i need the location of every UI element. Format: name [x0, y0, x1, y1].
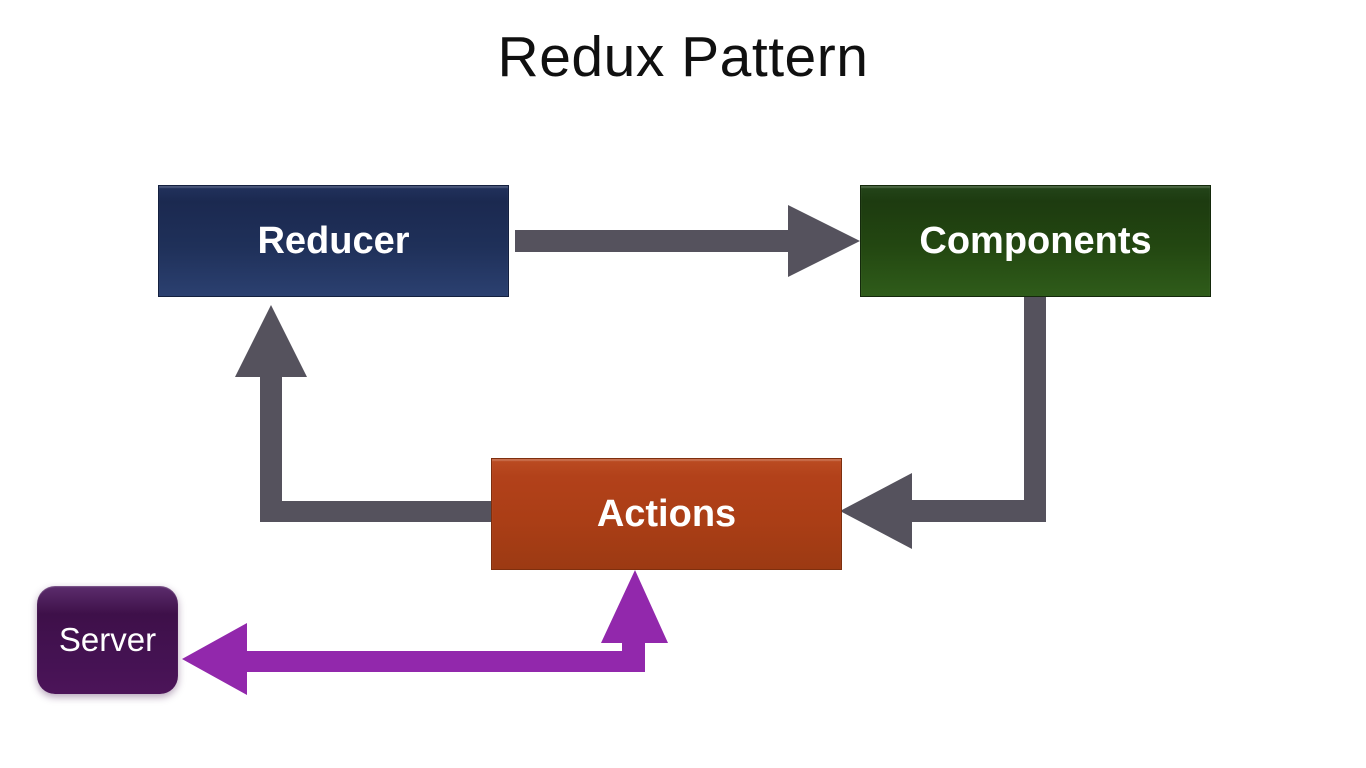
node-components: Components — [860, 185, 1211, 297]
node-actions: Actions — [491, 458, 842, 570]
node-actions-label: Actions — [596, 492, 737, 535]
node-reducer-label: Reducer — [257, 219, 410, 262]
node-server: Server — [37, 586, 178, 694]
diagram-title: Redux Pattern — [497, 25, 869, 89]
arrow-actions-to-server-icon — [182, 570, 668, 695]
node-components-label: Components — [919, 219, 1152, 262]
arrow-actions-to-reducer-icon — [235, 305, 491, 522]
arrow-reducer-to-components-icon — [515, 205, 860, 277]
arrow-components-to-actions-icon — [840, 295, 1046, 549]
node-reducer: Reducer — [158, 185, 509, 297]
node-server-label: Server — [58, 621, 157, 658]
